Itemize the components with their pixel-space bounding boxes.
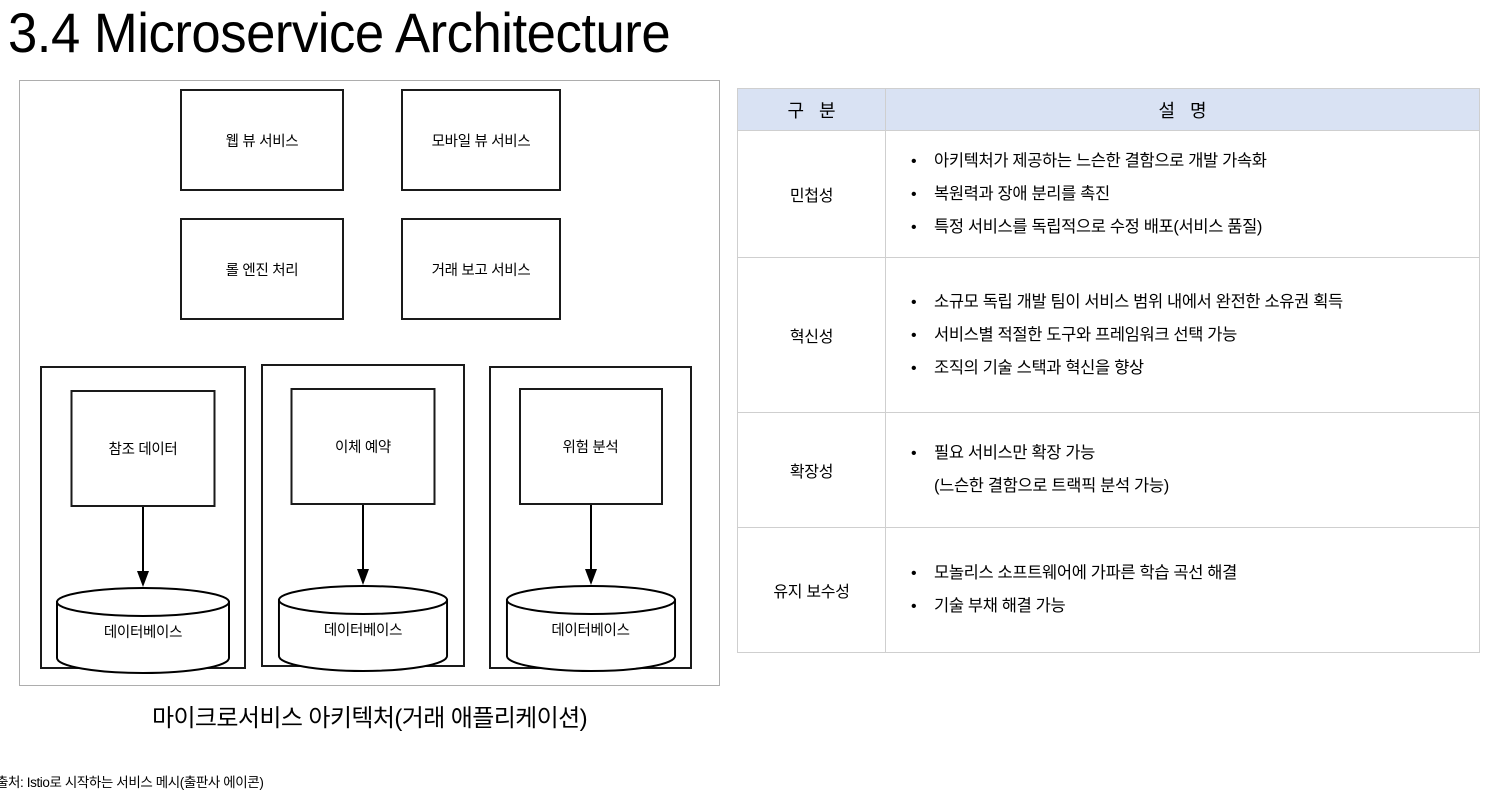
source-note: 출처: Istio로 시작하는 서비스 메시(출판사 에이콘) bbox=[0, 775, 264, 790]
list-item: • 소규모 독립 개발 팀이 서비스 범위 내에서 완전한 소유권 획득 bbox=[904, 286, 1479, 319]
bullet-icon: • bbox=[911, 445, 917, 462]
list-item: • 조직의 기술 스택과 혁신을 향상 bbox=[904, 352, 1479, 385]
bullet-list: • 아키텍처가 제공하는 느슨한 결함으로 개발 가속화 • 복원력과 장애 분… bbox=[904, 145, 1479, 244]
database-label: 데이터베이스 bbox=[323, 623, 403, 640]
list-item: • 필요 서비스만 확장 가능 (느슨한 결함으로 트랙픽 분석 가능) bbox=[904, 437, 1479, 503]
list-item-text: 조직의 기술 스택과 혁신을 향상 bbox=[934, 358, 1144, 377]
diagram-box-risk-analysis: 위험 분석 bbox=[518, 388, 663, 505]
diagram-box-label: 거래 보고 서비스 bbox=[431, 262, 531, 279]
list-item: • 복원력과 장애 분리를 촉진 bbox=[904, 178, 1479, 211]
bullet-icon: • bbox=[911, 326, 917, 344]
microservice-benefits-table: 구 분 설 명 민첩성 • 아키텍처가 제공하는 느슨한 결함으로 개발 가속화… bbox=[737, 88, 1480, 653]
table-header-description-label: 설 명 bbox=[1158, 100, 1212, 121]
diagram-box-trade-report-service: 거래 보고 서비스 bbox=[401, 218, 561, 320]
bullet-icon: • bbox=[911, 152, 917, 170]
list-item-text: 서비스별 적절한 도구와 프레임워크 선택 가능 bbox=[934, 325, 1237, 344]
table-cell-description: • 아키텍처가 제공하는 느슨한 결함으로 개발 가속화 • 복원력과 장애 분… bbox=[885, 130, 1480, 258]
bullet-icon: • bbox=[911, 185, 917, 203]
diagram-box-rule-engine-processing: 롤 엔진 처리 bbox=[180, 218, 344, 320]
table-header-row: 구 분 설 명 bbox=[737, 88, 1480, 131]
diagram-group-transfer-reservation: 이체 예약 데이터베이스 bbox=[261, 364, 465, 672]
list-item: • 기술 부채 해결 가능 bbox=[904, 590, 1479, 623]
list-item-text: 특정 서비스를 독립적으로 수정 배포(서비스 품질) bbox=[934, 217, 1263, 236]
table-cell-category: 유지 보수성 bbox=[737, 527, 886, 653]
bullet-list: • 소규모 독립 개발 팀이 서비스 범위 내에서 완전한 소유권 획득 • 서… bbox=[904, 286, 1479, 385]
table-row: 유지 보수성 • 모놀리스 소프트웨어에 가파른 학습 곡선 해결 • 기술 부… bbox=[737, 527, 1480, 653]
bullet-icon: • bbox=[911, 218, 917, 236]
table-row: 혁신성 • 소규모 독립 개발 팀이 서비스 범위 내에서 완전한 소유권 획득… bbox=[737, 257, 1480, 413]
down-arrow-icon bbox=[132, 507, 154, 589]
diagram-group-risk-analysis: 위험 분석 데이터베이스 bbox=[489, 366, 692, 672]
bullet-icon: • bbox=[911, 598, 917, 615]
diagram-box-transfer-reservation: 이체 예약 bbox=[290, 388, 436, 505]
diagram-box-label: 웹 뷰 서비스 bbox=[225, 133, 299, 150]
table-row: 민첩성 • 아키텍처가 제공하는 느슨한 결함으로 개발 가속화 • 복원력과 … bbox=[737, 130, 1480, 258]
list-item-text: 필요 서비스만 확장 가능 bbox=[934, 444, 1096, 462]
down-arrow-icon bbox=[352, 505, 374, 587]
table-cell-category: 확장성 bbox=[737, 412, 886, 528]
database-cylinder-risk-analysis: 데이터베이스 bbox=[505, 584, 677, 672]
list-item-text: 기술 부채 해결 가능 bbox=[934, 597, 1066, 615]
database-label: 데이터베이스 bbox=[551, 623, 630, 640]
database-cylinder-reference-data: 데이터베이스 bbox=[55, 586, 231, 674]
diagram-box-mobile-view-service: 모바일 뷰 서비스 bbox=[401, 89, 561, 191]
table-header-category-label: 구 분 bbox=[787, 100, 841, 121]
table-header-description: 설 명 bbox=[885, 88, 1480, 131]
table-cell-description: • 필요 서비스만 확장 가능 (느슨한 결함으로 트랙픽 분석 가능) bbox=[885, 412, 1480, 528]
diagram-box-label: 참조 데이터 bbox=[108, 442, 178, 458]
bullet-list: • 필요 서비스만 확장 가능 (느슨한 결함으로 트랙픽 분석 가능) bbox=[904, 437, 1479, 503]
bullet-list: • 모놀리스 소프트웨어에 가파른 학습 곡선 해결 • 기술 부채 해결 가능 bbox=[904, 557, 1479, 623]
diagram-box-reference-data: 참조 데이터 bbox=[70, 390, 216, 507]
list-item-text: 복원력과 장애 분리를 촉진 bbox=[934, 184, 1110, 203]
list-item-text: 모놀리스 소프트웨어에 가파른 학습 곡선 해결 bbox=[934, 564, 1237, 582]
table-cell-category: 혁신성 bbox=[737, 257, 886, 413]
diagram-box-label: 모바일 뷰 서비스 bbox=[431, 133, 531, 150]
table-header-category: 구 분 bbox=[737, 88, 886, 131]
list-item: • 모놀리스 소프트웨어에 가파른 학습 곡선 해결 bbox=[904, 557, 1479, 590]
table-row: 확장성 • 필요 서비스만 확장 가능 (느슨한 결함으로 트랙픽 분석 가능) bbox=[737, 412, 1480, 528]
list-item: • 특정 서비스를 독립적으로 수정 배포(서비스 품질) bbox=[904, 211, 1479, 244]
diagram-box-label: 롤 엔진 처리 bbox=[225, 262, 299, 279]
list-item-text: 소규모 독립 개발 팀이 서비스 범위 내에서 완전한 소유권 획득 bbox=[934, 292, 1343, 311]
diagram-group-reference-data: 참조 데이터 데이터베이스 bbox=[40, 366, 246, 674]
bullet-icon: • bbox=[911, 359, 917, 377]
diagram-box-label: 위험 분석 bbox=[562, 440, 619, 456]
table-cell-description: • 소규모 독립 개발 팀이 서비스 범위 내에서 완전한 소유권 획득 • 서… bbox=[885, 257, 1480, 413]
database-cylinder-transfer-reservation: 데이터베이스 bbox=[277, 584, 449, 672]
database-label: 데이터베이스 bbox=[103, 625, 183, 642]
architecture-diagram: 웹 뷰 서비스 모바일 뷰 서비스 롤 엔진 처리 거래 보고 서비스 참조 데… bbox=[19, 80, 720, 686]
table-cell-category: 민첩성 bbox=[737, 130, 886, 258]
diagram-caption: 마이크로서비스 아키텍처(거래 애플리케이션) bbox=[151, 705, 588, 732]
list-item-text: 아키텍처가 제공하는 느슨한 결함으로 개발 가속화 bbox=[934, 151, 1267, 170]
page-title: 3.4 Microservice Architecture bbox=[8, 1, 671, 64]
bullet-icon: • bbox=[911, 293, 917, 311]
diagram-box-web-view-service: 웹 뷰 서비스 bbox=[180, 89, 344, 191]
list-item-continuation: (느슨한 결함으로 트랙픽 분석 가능) bbox=[934, 477, 1169, 495]
list-item: • 서비스별 적절한 도구와 프레임워크 선택 가능 bbox=[904, 319, 1479, 352]
list-item: • 아키텍처가 제공하는 느슨한 결함으로 개발 가속화 bbox=[904, 145, 1479, 178]
diagram-box-label: 이체 예약 bbox=[335, 440, 391, 456]
bullet-icon: • bbox=[911, 565, 917, 582]
down-arrow-icon bbox=[580, 505, 602, 587]
table-cell-description: • 모놀리스 소프트웨어에 가파른 학습 곡선 해결 • 기술 부채 해결 가능 bbox=[885, 527, 1480, 653]
